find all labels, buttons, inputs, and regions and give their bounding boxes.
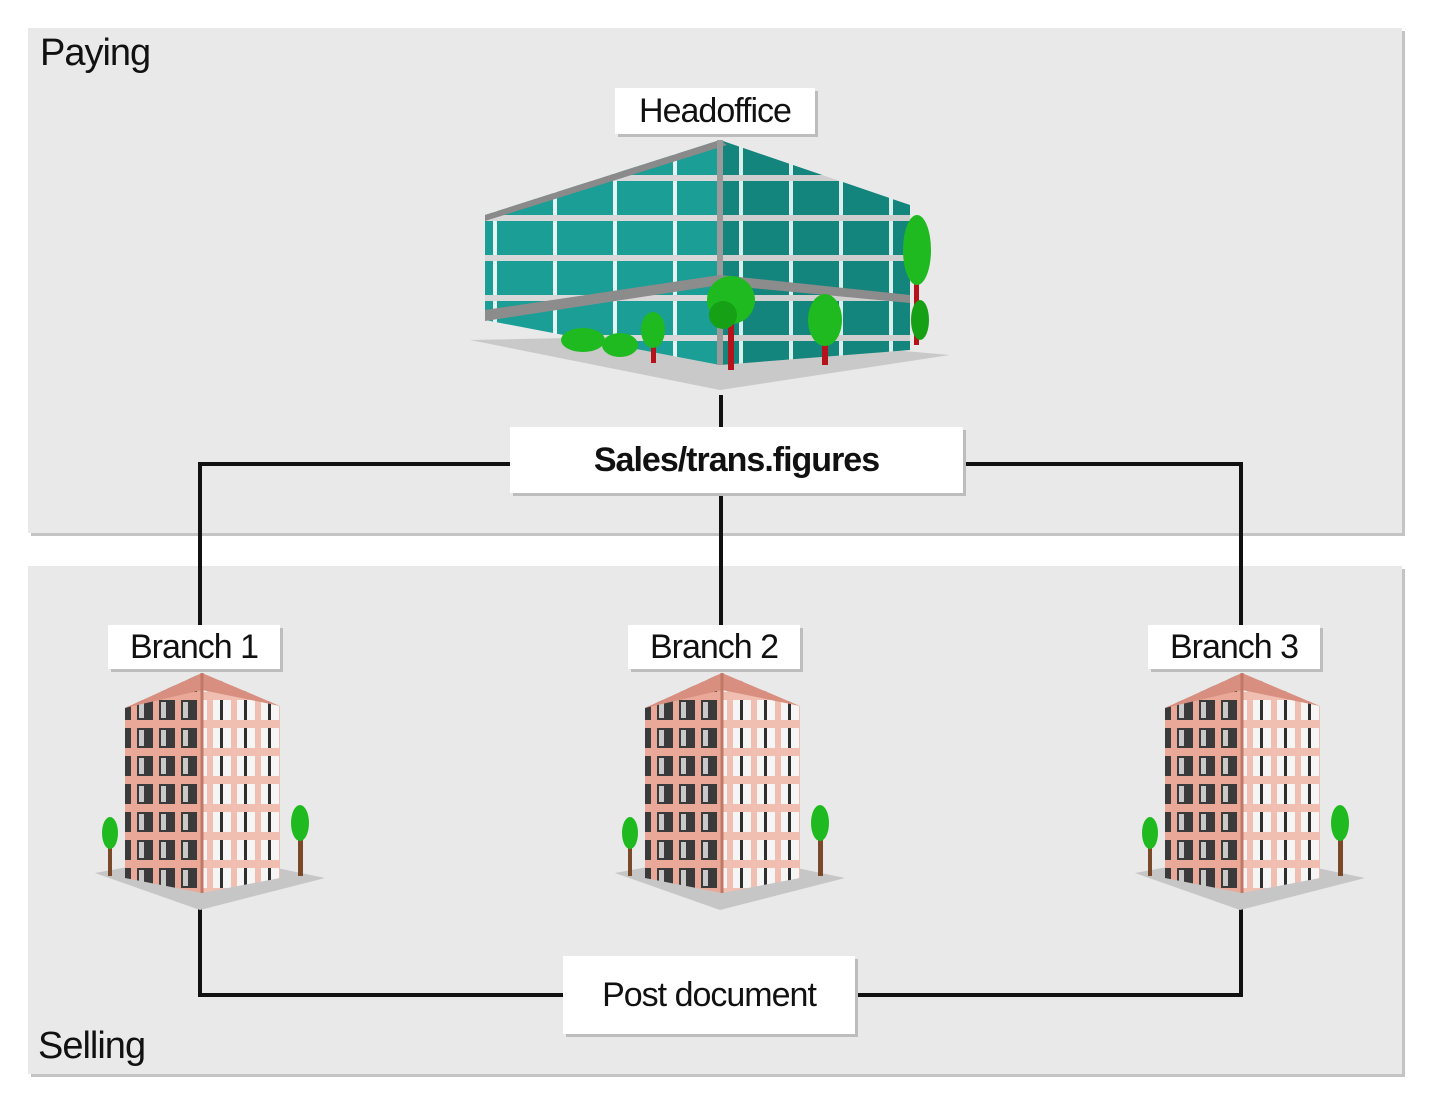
tree-icon xyxy=(808,294,842,365)
tree-icon xyxy=(102,817,118,876)
office-building-icon xyxy=(470,140,950,390)
connector-branch3-to-post xyxy=(855,905,1243,997)
tree-icon xyxy=(622,817,638,876)
branch-building-icon xyxy=(1135,673,1365,910)
shrub-icon xyxy=(561,328,638,357)
post-document-node: Post document xyxy=(563,956,855,1034)
connector-sales-to-branch3 xyxy=(963,462,1243,625)
sales-figures-node: Sales/trans.figures xyxy=(510,427,963,493)
tree-icon xyxy=(707,276,755,370)
tree-icon xyxy=(811,805,829,876)
tree-icon xyxy=(641,312,665,363)
paying-label: Paying xyxy=(40,32,151,74)
tree-icon xyxy=(1331,805,1349,876)
tree-icon xyxy=(291,805,309,876)
tree-icon xyxy=(903,215,931,345)
connector-branch1-to-post xyxy=(198,905,563,997)
connector-sales-to-branch1 xyxy=(198,462,510,625)
tree-icon xyxy=(1142,817,1158,876)
branch-3-label: Branch 3 xyxy=(1148,625,1320,669)
selling-label: Selling xyxy=(38,1025,146,1067)
head-office-label: Headoffice xyxy=(615,88,815,134)
branch-1-label: Branch 1 xyxy=(108,625,280,669)
branch-2-label: Branch 2 xyxy=(628,625,800,669)
branch-building-icon xyxy=(615,673,845,910)
branch-building-icon xyxy=(95,673,325,910)
